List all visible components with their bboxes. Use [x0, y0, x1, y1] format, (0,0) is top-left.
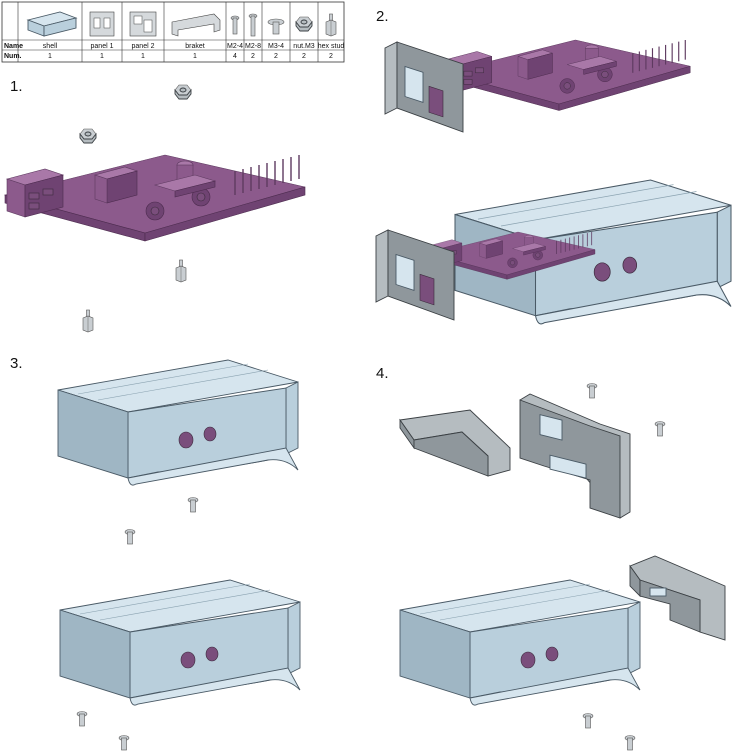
- part-count: 2: [274, 53, 278, 60]
- aluminium-shell: [57, 359, 299, 486]
- shell-icon: [26, 11, 78, 37]
- hex-stud: [175, 259, 187, 283]
- bracket-assembly: [629, 555, 726, 641]
- step-label: 1.: [10, 78, 23, 95]
- m2-screw: [624, 735, 636, 751]
- part-name: M2-8: [245, 43, 261, 50]
- m2-screw: [76, 711, 88, 727]
- part-count: 1: [100, 53, 104, 60]
- bracket: [399, 409, 511, 477]
- part-count: 1: [193, 53, 197, 60]
- screw-icon: [230, 15, 240, 35]
- part-name: M3-4: [268, 43, 284, 50]
- hex-nut: [174, 84, 192, 100]
- part-name: nut.M3: [293, 43, 315, 50]
- end-panel: [519, 393, 631, 519]
- step-1-illustration: [4, 84, 306, 333]
- part-count: 1: [141, 53, 145, 60]
- m2-screw: [118, 735, 130, 751]
- step-label: 2.: [376, 8, 389, 25]
- step-3-illustration: [57, 359, 301, 751]
- hex-nut: [79, 128, 97, 144]
- step-label: 4.: [376, 365, 389, 382]
- step-2-illustration: [375, 39, 732, 325]
- aluminium-shell: [399, 579, 641, 706]
- hex-stud: [82, 309, 94, 333]
- parts-table: Name Num. shell panel 1 panel 2 braket M…: [1, 1, 345, 63]
- m2-screw: [582, 713, 594, 729]
- part-count: 2: [251, 53, 255, 60]
- end-panel: [384, 41, 464, 133]
- panel-icon: [129, 11, 157, 37]
- m3-screw: [586, 383, 598, 399]
- row-header-num: Num.: [4, 53, 22, 60]
- part-count: 1: [48, 53, 52, 60]
- step-4-illustration: [399, 383, 726, 751]
- nut-icon: [295, 16, 313, 32]
- screw-icon: [267, 18, 285, 35]
- part-name: M2-4: [227, 43, 243, 50]
- part-name: hex stud: [318, 43, 345, 50]
- aluminium-shell: [59, 579, 301, 706]
- panel-icon: [89, 11, 115, 37]
- part-name: shell: [43, 43, 58, 50]
- part-name: panel 1: [91, 43, 114, 50]
- bracket-icon: [171, 13, 221, 37]
- step-label: 3.: [10, 355, 23, 372]
- m2-screw: [124, 529, 136, 545]
- screw-icon: [248, 13, 258, 37]
- part-count: 4: [233, 53, 237, 60]
- part-count: 2: [302, 53, 306, 60]
- part-name: braket: [185, 43, 205, 50]
- circuit-board: [443, 39, 691, 112]
- m2-screw: [187, 497, 199, 513]
- m3-screw: [654, 421, 666, 437]
- row-header-name: Name: [4, 43, 23, 50]
- part-count: 2: [329, 53, 333, 60]
- circuit-board: [4, 154, 306, 242]
- part-name: panel 2: [132, 43, 155, 50]
